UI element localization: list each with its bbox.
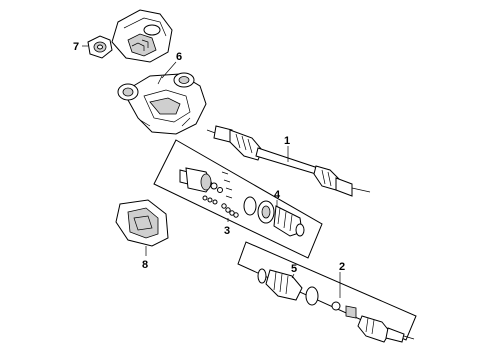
inner-joint-part [179, 167, 239, 218]
housing-part [111, 9, 173, 63]
flange-part [87, 35, 113, 59]
outer-boot-kit-part [257, 268, 319, 306]
callout-8: 8 [142, 259, 148, 271]
callout-4: 4 [274, 189, 281, 201]
callout-7: 7 [73, 41, 79, 53]
cover-part [115, 199, 169, 247]
half-shaft-part [206, 125, 371, 197]
callout-5: 5 [291, 263, 297, 275]
callout-2: 2 [339, 261, 345, 273]
callout-1: 1 [284, 135, 290, 147]
outer-joint-part [331, 301, 415, 343]
leader-lines [82, 45, 341, 298]
inner-kit-box [153, 139, 323, 259]
inner-boot-kit-part [243, 196, 305, 237]
differential-carrier-part [117, 72, 207, 135]
outer-kit-box [237, 241, 417, 341]
callout-3: 3 [224, 225, 230, 237]
callout-6: 6 [176, 51, 182, 63]
